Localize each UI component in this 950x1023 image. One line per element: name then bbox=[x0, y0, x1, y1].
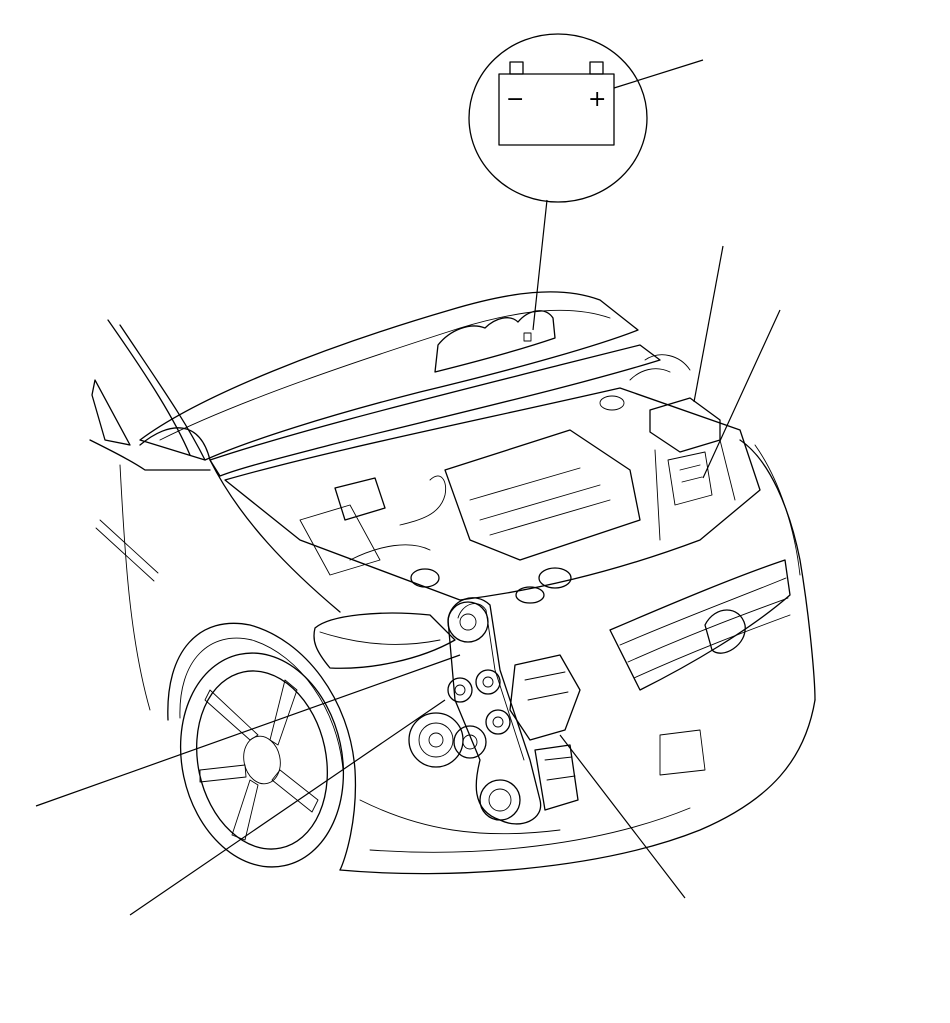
car-body bbox=[89, 319, 816, 875]
front-wheel bbox=[179, 652, 345, 868]
belt-drive-assembly bbox=[408, 597, 581, 825]
leader-lines bbox=[35, 59, 781, 916]
engine-compartment bbox=[224, 354, 761, 604]
hood bbox=[139, 291, 661, 477]
inset-circle bbox=[468, 33, 648, 203]
battery-inset: − + bbox=[468, 33, 648, 331]
leader-belt-upper bbox=[35, 654, 461, 807]
leader-positive-terminal bbox=[613, 59, 704, 89]
battery-body bbox=[498, 73, 615, 146]
leader-relay-box bbox=[702, 309, 781, 479]
negative-terminal-symbol: − bbox=[506, 87, 524, 112]
battery-terminal-positive bbox=[589, 61, 604, 75]
leader-alternator bbox=[559, 734, 686, 899]
inset-connector-line bbox=[532, 199, 548, 331]
positive-terminal-symbol: + bbox=[588, 87, 606, 112]
battery-terminal-negative bbox=[509, 61, 524, 75]
leader-belt-lower bbox=[129, 699, 446, 916]
leader-fuse-box bbox=[693, 245, 724, 403]
